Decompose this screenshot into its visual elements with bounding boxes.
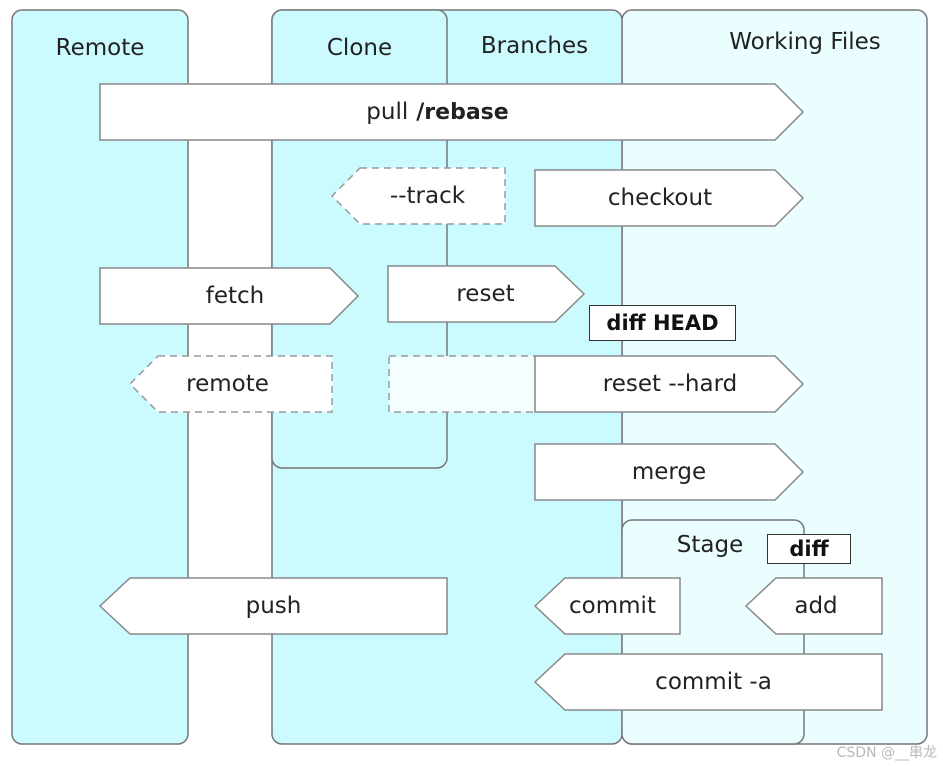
fetch-arrow — [99, 267, 360, 325]
commit-arrow — [533, 577, 681, 635]
add-arrow — [744, 577, 883, 635]
reset-hard-arrow — [534, 355, 805, 413]
track-arrow — [330, 167, 506, 225]
pull-arrow — [99, 83, 805, 141]
watermark: CSDN @__串龙 — [836, 745, 937, 761]
reset-hard-tail — [388, 355, 536, 413]
checkout-arrow — [534, 169, 805, 227]
reset-arrow — [387, 265, 586, 323]
diff-head-tag: diff HEAD — [589, 305, 736, 341]
diff-tag: diff — [767, 534, 851, 564]
remote-arrow — [128, 355, 333, 413]
merge-arrow — [534, 443, 805, 501]
commit-a-arrow — [533, 653, 883, 711]
push-arrow — [98, 577, 448, 635]
